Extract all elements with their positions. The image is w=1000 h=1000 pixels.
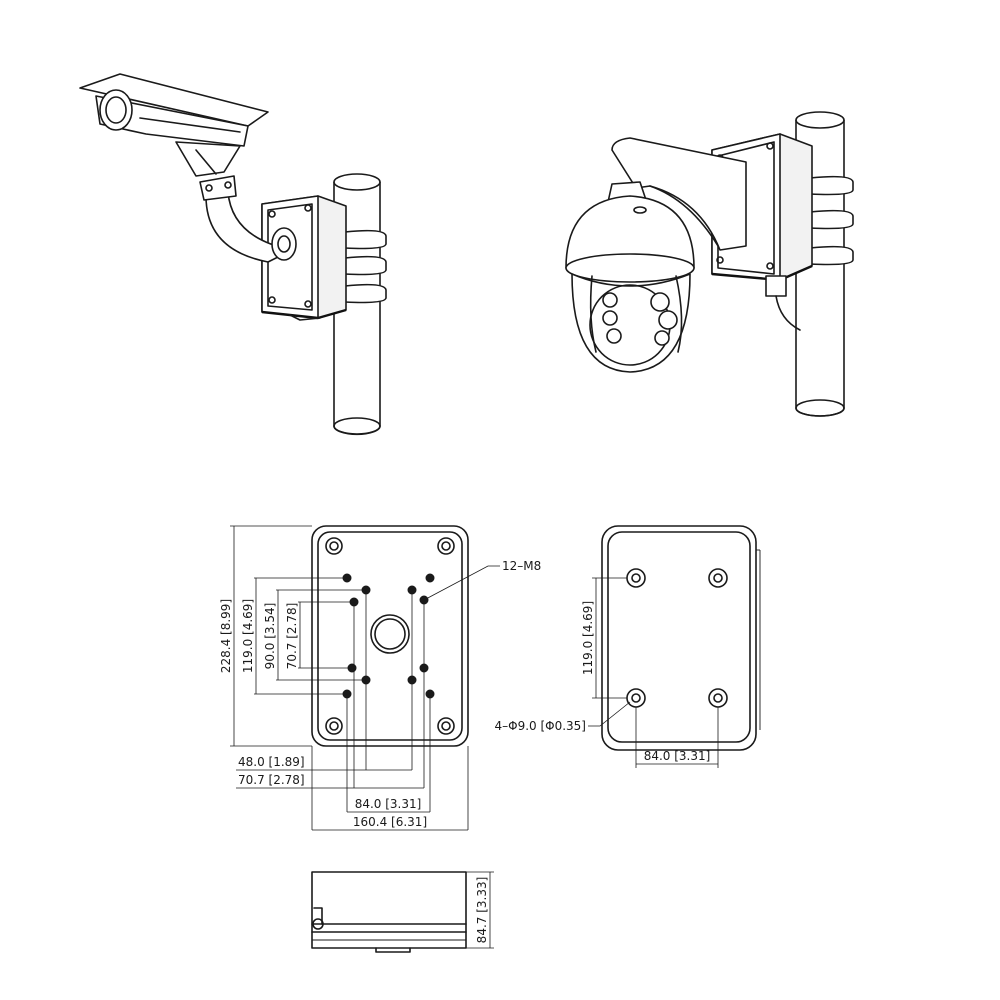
side-view: 84.7 [3.33] (311, 871, 494, 953)
wall-bracket-arm-left (199, 175, 297, 263)
dim-hole-spacing-vertical-label: 119.0 [4.69] (581, 601, 595, 675)
dim-height-label: 228.4 [8.99] (219, 599, 233, 673)
pole-clamps-left (344, 229, 387, 304)
dim-pattern-mid-height-label: 90.0 [3.54] (263, 603, 277, 670)
pole-clamps-right (809, 175, 854, 266)
dim-width-label: 160.4 [6.31] (353, 815, 427, 829)
dim-pattern-outer-height-label: 119.0 [4.69] (241, 599, 255, 673)
dim-hole-spacing-horizontal-label: 84.0 [3.31] (644, 749, 711, 763)
thread-holes-callout: 12–M8 (502, 559, 541, 573)
ptz-dome-pole-mount-illustration (565, 111, 854, 417)
dim-depth-label: 84.7 [3.33] (475, 877, 489, 944)
mounting-holes (626, 568, 728, 708)
cable-hole (370, 614, 410, 654)
mount-holes-callout: 4–Φ9.0 [Φ0.35] (494, 719, 586, 733)
ptz-dome-camera (565, 195, 695, 373)
thread-holes-m8 (342, 573, 435, 699)
back-view: 119.0 [4.69] 84.0 [3.31] 4–Φ9.0 [Φ0.35] (494, 525, 761, 768)
corner-screws-front (325, 537, 455, 735)
dim-pattern-inner-width-label: 48.0 [1.89] (238, 755, 305, 769)
dim-pattern-outer-width-label: 84.0 [3.31] (355, 797, 422, 811)
dim-pattern-mid-width-label: 70.7 [2.78] (238, 773, 305, 787)
box-camera-pole-mount-illustration (79, 73, 387, 436)
front-view: 228.4 [8.99] 119.0 [4.69] 90.0 [3.54] 70… (219, 525, 541, 831)
dim-pattern-inner-height-label: 70.7 [2.78] (285, 603, 299, 670)
box-camera-housing (79, 73, 269, 177)
front-extension-lines (230, 525, 469, 830)
